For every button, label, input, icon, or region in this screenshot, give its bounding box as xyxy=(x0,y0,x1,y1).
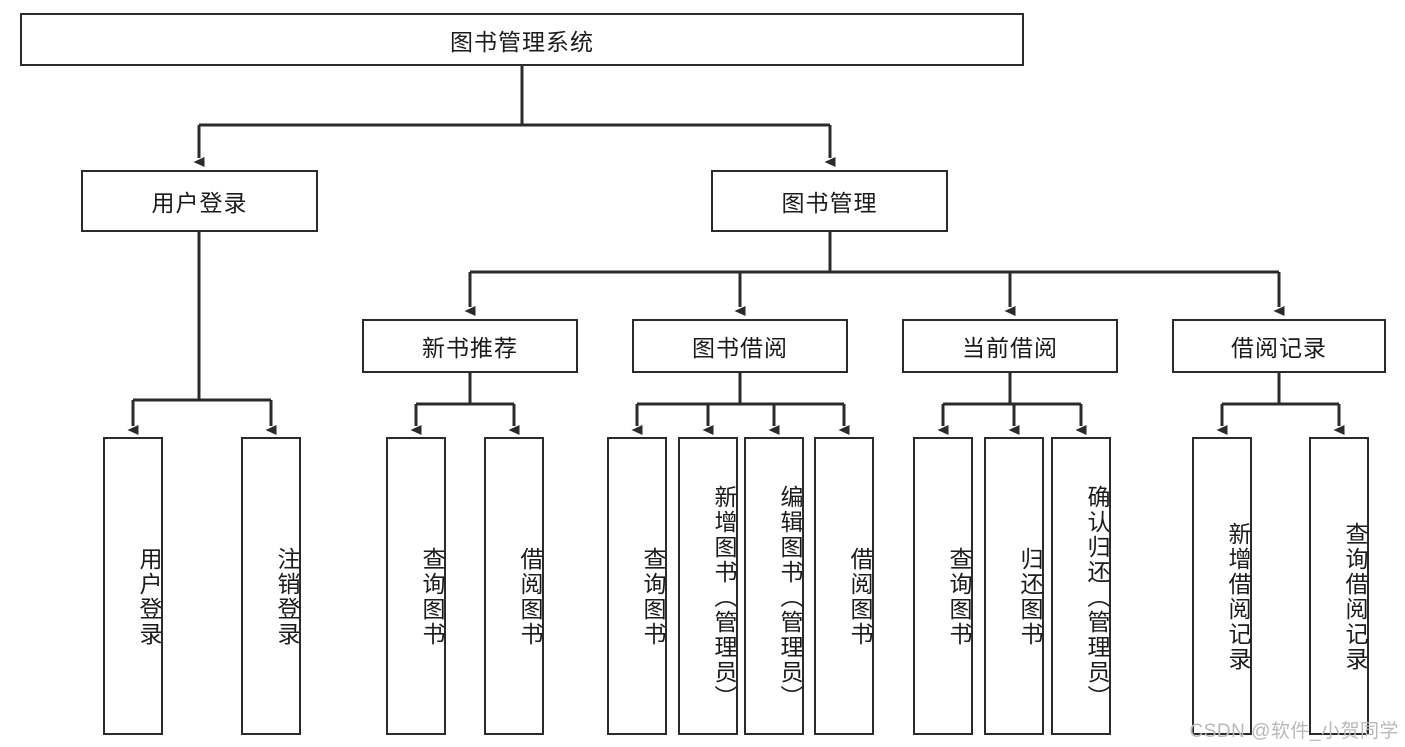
node-label: 编辑图书（管理员） xyxy=(777,484,803,710)
node-label: 确认归还（管理员） xyxy=(1084,484,1110,710)
node-borrow-record[interactable]: 借阅记录 xyxy=(1172,319,1386,373)
leaf-confirm-return-admin[interactable]: 确认归还（管理员） xyxy=(1051,437,1111,735)
leaf-logout[interactable]: 注销登录 xyxy=(241,437,301,735)
node-current-borrow[interactable]: 当前借阅 xyxy=(902,319,1118,373)
node-label: 新增图书（管理员） xyxy=(711,484,737,710)
node-root-system[interactable]: 图书管理系统 xyxy=(20,13,1024,66)
node-label: 图书借阅 xyxy=(692,335,788,361)
node-label: 新增借阅记录 xyxy=(1225,522,1251,672)
node-label: 查询图书 xyxy=(946,547,972,647)
leaf-query-borrow-record[interactable]: 查询借阅记录 xyxy=(1309,437,1369,735)
leaf-user-login[interactable]: 用户登录 xyxy=(103,437,163,735)
node-label: 用户登录 xyxy=(151,190,248,216)
node-book-borrow[interactable]: 图书借阅 xyxy=(632,319,848,373)
node-label: 图书管理 xyxy=(781,190,878,216)
node-label: 查询图书 xyxy=(640,547,666,647)
leaf-add-book-admin[interactable]: 新增图书（管理员） xyxy=(678,437,738,735)
leaf-query-book-borrow[interactable]: 查询图书 xyxy=(607,437,667,735)
node-label: 借阅图书 xyxy=(847,547,873,647)
node-label: 借阅记录 xyxy=(1231,335,1327,361)
node-user-login[interactable]: 用户登录 xyxy=(81,170,318,232)
node-label: 借阅图书 xyxy=(517,547,543,647)
leaf-edit-book-admin[interactable]: 编辑图书（管理员） xyxy=(744,437,804,735)
node-label: 注销登录 xyxy=(274,547,300,647)
node-label: 归还图书 xyxy=(1017,547,1043,647)
node-label: 查询借阅记录 xyxy=(1342,522,1368,672)
node-book-management[interactable]: 图书管理 xyxy=(711,170,948,232)
leaf-borrow-book[interactable]: 借阅图书 xyxy=(814,437,874,735)
node-label: 新书推荐 xyxy=(422,335,518,361)
node-label: 用户登录 xyxy=(136,547,162,647)
leaf-add-borrow-record[interactable]: 新增借阅记录 xyxy=(1192,437,1252,735)
node-new-book-recommend[interactable]: 新书推荐 xyxy=(362,319,578,373)
watermark-text: CSDN @软件_小贺同学 xyxy=(1189,721,1399,742)
node-label: 图书管理系统 xyxy=(450,28,594,55)
leaf-borrow-book-recommend[interactable]: 借阅图书 xyxy=(484,437,544,735)
leaf-query-book-current[interactable]: 查询图书 xyxy=(913,437,973,735)
node-label: 查询图书 xyxy=(419,547,445,647)
leaf-query-book-recommend[interactable]: 查询图书 xyxy=(386,437,446,735)
leaf-return-book[interactable]: 归还图书 xyxy=(984,437,1044,735)
node-label: 当前借阅 xyxy=(962,335,1058,361)
